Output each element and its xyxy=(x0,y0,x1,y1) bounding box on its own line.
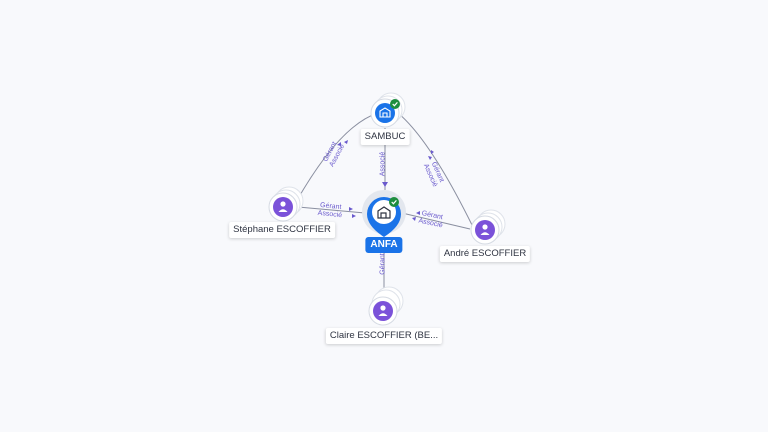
arrow-stephane-anfa-2 xyxy=(352,214,356,218)
edge-andre-anfa xyxy=(401,212,471,230)
building-icon xyxy=(379,107,391,118)
arrow-stephane-sambuc-2 xyxy=(344,140,348,144)
arrow-stephane-sambuc xyxy=(337,142,341,146)
node-label-anfa[interactable]: ANFA xyxy=(365,237,403,253)
node-label-claire[interactable]: Claire ESCOFFIER (BE... xyxy=(325,328,443,344)
person-icon xyxy=(378,305,388,316)
node-stephane[interactable] xyxy=(268,186,304,222)
verified-icon xyxy=(389,197,399,207)
edge-label-stephane-anfa: Gérant Associé xyxy=(317,202,343,220)
node-andre[interactable] xyxy=(470,209,506,245)
building-icon xyxy=(377,206,391,219)
arrow-sambuc-andre-2 xyxy=(431,150,434,154)
node-label-andre[interactable]: André ESCOFFIER xyxy=(439,246,531,262)
edge-label-sambuc-anfa: Associé xyxy=(379,152,387,177)
person-icon xyxy=(278,201,288,212)
node-anfa[interactable] xyxy=(362,190,406,237)
arrow-stephane-anfa xyxy=(349,207,353,211)
arrow-sambuc-andre xyxy=(428,156,432,160)
edge-stephane-anfa xyxy=(297,206,366,214)
edge-arrows xyxy=(337,140,434,221)
arrow-andre-anfa xyxy=(416,211,420,215)
node-sambuc[interactable] xyxy=(370,92,406,128)
arrow-andre-anfa-2 xyxy=(412,217,416,221)
node-claire[interactable] xyxy=(368,286,404,326)
verified-icon xyxy=(390,99,400,109)
person-icon xyxy=(480,224,490,235)
node-label-stephane[interactable]: Stéphane ESCOFFIER xyxy=(229,222,335,238)
edge-role-gerant: Gérant xyxy=(379,253,387,275)
edge-role-associe: Associé xyxy=(379,151,387,177)
arrow-sambuc-anfa xyxy=(382,182,388,187)
edge-stephane-sambuc xyxy=(295,112,379,203)
edge-label-claire-anfa: Gérant xyxy=(380,253,388,274)
edge-sambuc-andre xyxy=(397,112,473,226)
node-label-sambuc[interactable]: SAMBUC xyxy=(360,129,410,145)
